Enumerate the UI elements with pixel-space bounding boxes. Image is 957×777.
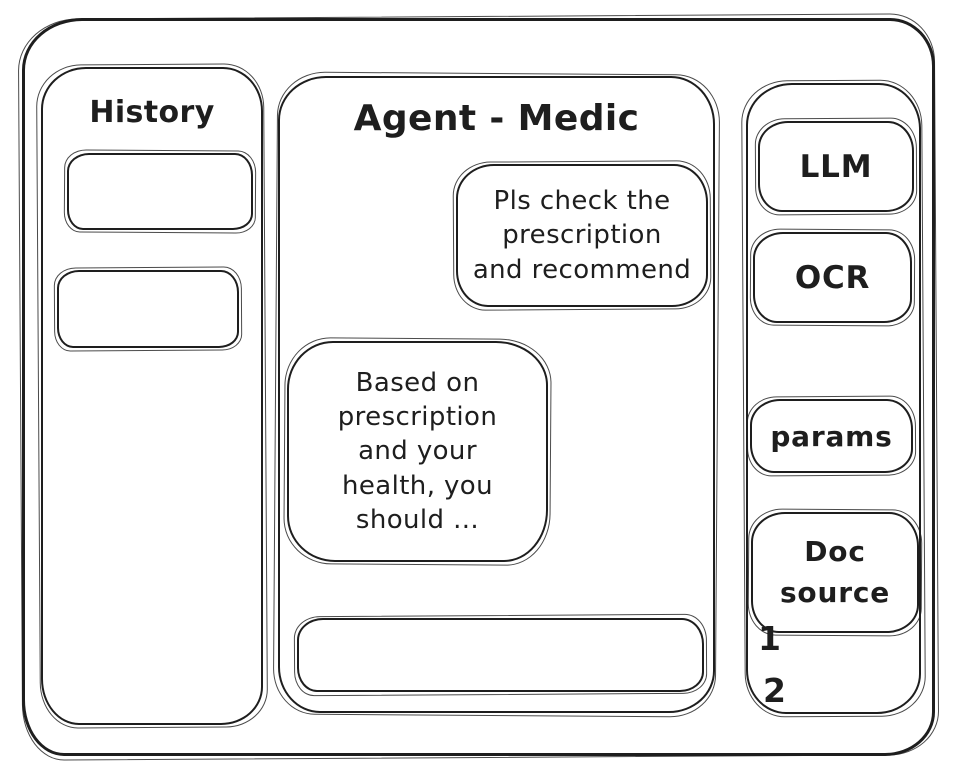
- app-frame: History Agent - Medic Pls check the pres…: [22, 18, 935, 756]
- user-message-bubble: Pls check the prescription and recommend: [456, 164, 708, 307]
- chat-input[interactable]: [297, 618, 704, 692]
- tools-panel: LLM OCR params Doc source 1 2: [746, 83, 921, 714]
- ocr-button[interactable]: OCR: [753, 232, 912, 323]
- llm-button[interactable]: LLM: [758, 121, 914, 212]
- doc-source-item[interactable]: 1: [758, 619, 782, 658]
- assistant-message-bubble: Based on prescription and your health, y…: [287, 341, 548, 562]
- doc-source-item[interactable]: 2: [763, 671, 787, 710]
- chat-panel: Agent - Medic Pls check the prescription…: [278, 76, 715, 713]
- history-item[interactable]: [67, 153, 253, 230]
- chat-title: Agent - Medic: [353, 98, 640, 139]
- history-panel: History: [41, 67, 263, 725]
- history-item[interactable]: [57, 270, 239, 348]
- doc-source-button[interactable]: Doc source: [751, 512, 919, 633]
- params-button[interactable]: params: [750, 399, 913, 473]
- history-title: History: [89, 95, 215, 130]
